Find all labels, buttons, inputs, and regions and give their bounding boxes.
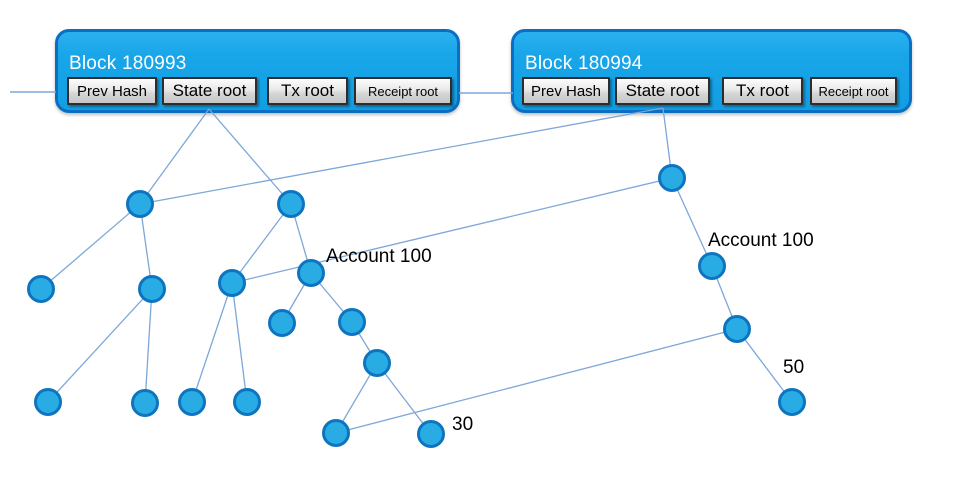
trie-edge-b3-c3 (191, 282, 233, 403)
trie-edge-r0-b3 (231, 177, 673, 284)
trie-node-e1 (322, 419, 350, 447)
block-180993-tx-root-button[interactable]: Tx root (267, 77, 348, 105)
trie-node-c3 (178, 388, 206, 416)
label-value-30: 30 (452, 414, 474, 435)
trie-edge-a1-b1 (40, 203, 141, 290)
trie-node-account-100-new (698, 252, 726, 280)
trie-edge-b4-c6 (310, 272, 353, 323)
block-180993-state-root-button[interactable]: State root (162, 77, 257, 105)
trie-edge-d1-e2 (376, 362, 432, 435)
label-value-50: 50 (783, 357, 805, 378)
trie-node-c6 (338, 308, 366, 336)
trie-node-b1 (27, 275, 55, 303)
block-180994-title: Block 180994 (525, 53, 643, 74)
trie-edge-b2-c1 (47, 288, 153, 403)
trie-edge-b2-c2 (144, 288, 153, 404)
block-180994: Block 180994 Prev Hash State root Tx roo… (511, 29, 912, 113)
trie-edge-r2-e1 (335, 328, 738, 434)
trie-edge-sr1-a1 (139, 108, 210, 205)
trie-edge-a2-b3 (231, 203, 292, 284)
trie-node-new-root (658, 164, 686, 192)
trie-edge-a1-b2 (139, 203, 153, 290)
trie-edge-c6-d1 (351, 321, 378, 364)
trie-edge-d1-e1 (335, 362, 378, 434)
trie-edge-sr1-a2 (208, 108, 292, 205)
trie-node-a2 (277, 190, 305, 218)
trie-node-d1 (363, 349, 391, 377)
trie-edge-sr2-r0 (662, 107, 673, 179)
block-180993-title: Block 180993 (69, 53, 187, 74)
trie-node-c4 (233, 388, 261, 416)
block-180993-receipt-root-button[interactable]: Receipt root (354, 77, 452, 105)
label-account-100-new: Account 100 (708, 230, 814, 251)
trie-node-c2 (131, 389, 159, 417)
trie-edge-r1-r2 (711, 265, 738, 330)
trie-node-c5 (268, 309, 296, 337)
trie-edge-a2-b4 (290, 203, 312, 274)
trie-edge-b4-c5 (281, 272, 312, 324)
trie-node-c1 (34, 388, 62, 416)
trie-node-a1 (126, 190, 154, 218)
block-180993: Block 180993 Prev Hash State root Tx roo… (55, 29, 460, 113)
trie-edge-sr2-a1 (139, 107, 664, 205)
trie-node-b3 (218, 269, 246, 297)
block-180994-state-root-button[interactable]: State root (615, 77, 710, 105)
trie-node-r2 (723, 315, 751, 343)
block-180994-prev-hash-button[interactable]: Prev Hash (522, 77, 610, 105)
block-180994-receipt-root-button[interactable]: Receipt root (810, 77, 897, 105)
trie-edge-r0-r1 (671, 177, 713, 267)
trie-node-account-100-old (297, 259, 325, 287)
trie-node-value-50 (778, 388, 806, 416)
label-account-100-old: Account 100 (326, 246, 432, 267)
trie-node-b2 (138, 275, 166, 303)
block-180993-prev-hash-button[interactable]: Prev Hash (67, 77, 157, 105)
trie-edge-b3-c4 (231, 282, 248, 403)
block-180994-tx-root-button[interactable]: Tx root (722, 77, 803, 105)
trie-node-value-30 (417, 420, 445, 448)
